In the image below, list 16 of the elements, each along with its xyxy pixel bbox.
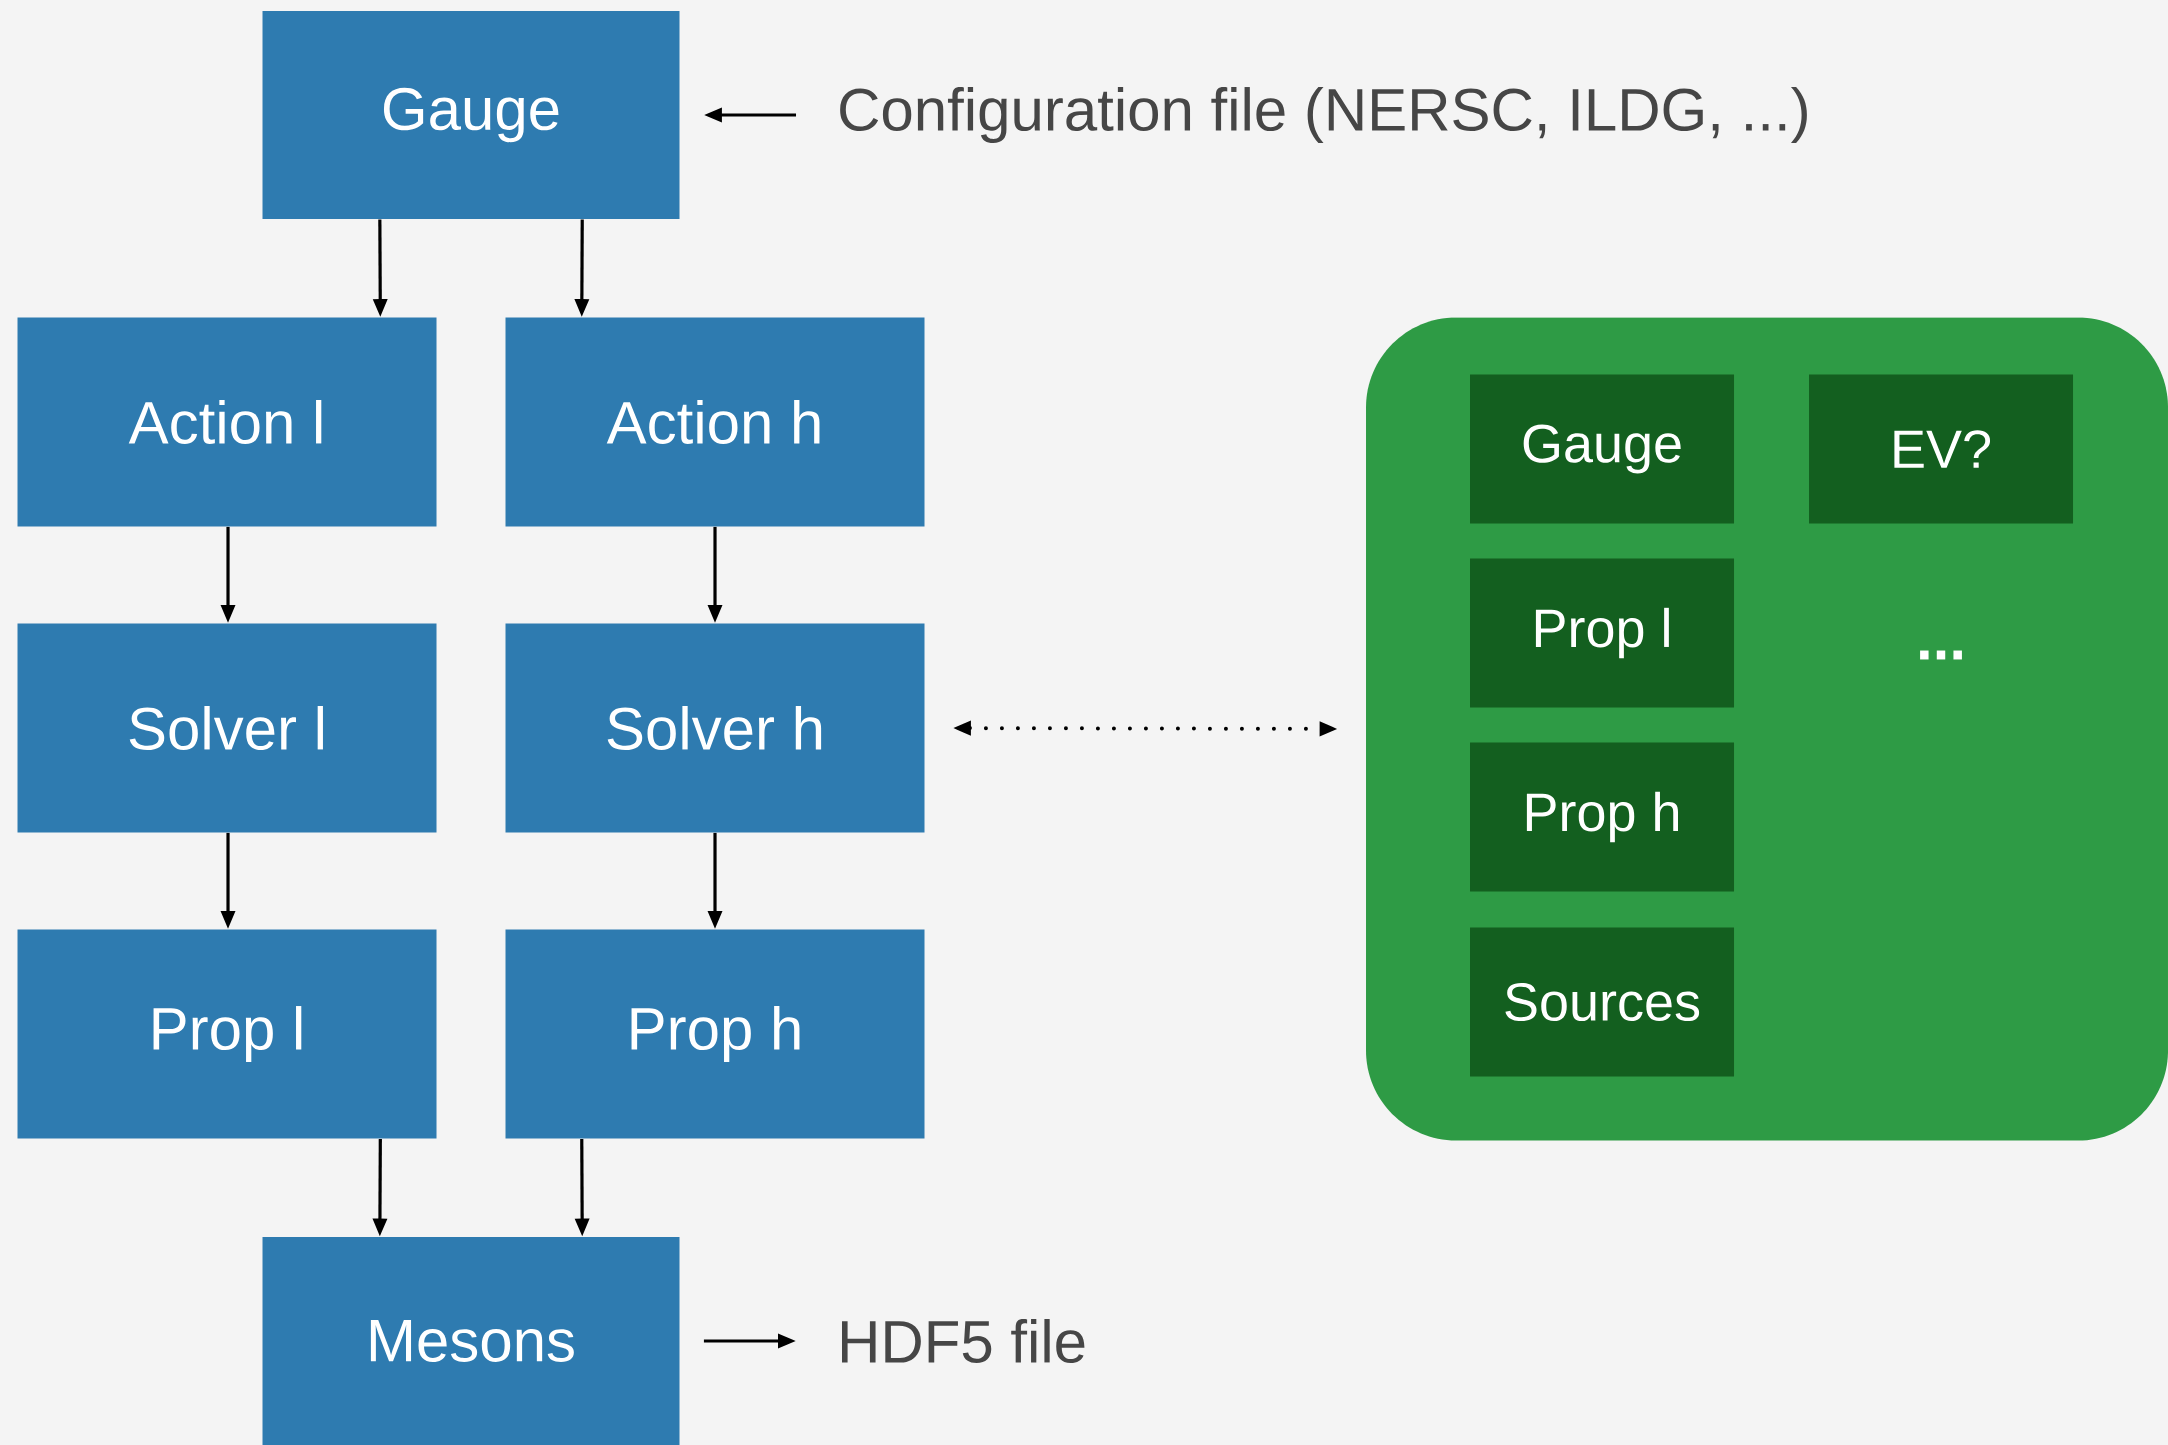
process-box: Mesons xyxy=(262,1237,680,1445)
data-box: Gauge xyxy=(1470,374,1734,524)
ellipsis-label: ... xyxy=(1920,650,1962,660)
data-box: EV? xyxy=(1809,374,2073,524)
data-box: Prop l xyxy=(1470,558,1734,708)
process-box: Prop h xyxy=(505,929,925,1139)
process-box: Gauge xyxy=(262,11,680,219)
process-box: Prop l xyxy=(17,929,437,1139)
file-label: HDF5 file xyxy=(842,1318,1085,1364)
process-box: Action l xyxy=(17,317,437,527)
process-box: Action h xyxy=(505,317,925,527)
data-box: Sources xyxy=(1470,927,1734,1077)
process-box: Solver l xyxy=(17,623,437,833)
process-box: Solver h xyxy=(505,623,925,833)
file-label: Configuration file (NERSC, ILDG, ...) xyxy=(840,87,1807,143)
data-box: Prop h xyxy=(1470,742,1734,892)
